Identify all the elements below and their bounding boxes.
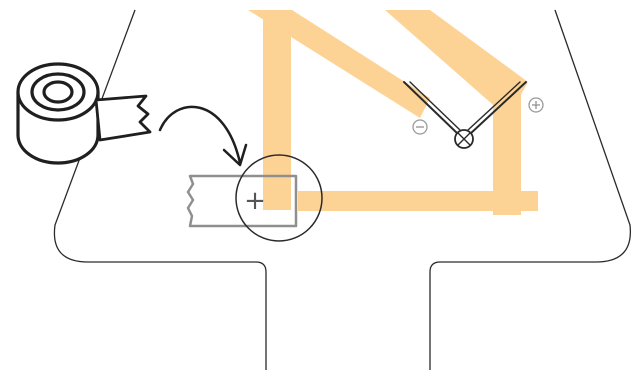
curved-arrow-head <box>222 143 248 167</box>
curved-arrow-icon <box>158 105 248 167</box>
tape-track-bottom-horizontal <box>298 191 538 211</box>
tape-roll-core-inner <box>42 80 74 104</box>
led-leg-positive <box>469 81 527 135</box>
lamp-shape-outline <box>53 9 632 370</box>
led-negative-terminal-icon <box>412 119 428 135</box>
curved-arrow-path <box>158 105 242 165</box>
led-leg-negative-inner <box>409 81 461 131</box>
led-leg-positive-inner <box>467 81 521 131</box>
copper-tape-tracks <box>248 10 538 215</box>
led-positive-terminal-icon <box>528 97 544 113</box>
tape-piece <box>186 174 298 228</box>
tape-track-diagonal-left <box>248 10 430 118</box>
magnifier-icon <box>235 154 323 242</box>
tape-track-left-vertical <box>263 10 291 210</box>
tape-roll-icon <box>16 62 152 165</box>
tape-strip <box>94 94 152 142</box>
plus-symbol: + <box>244 186 266 216</box>
led-bulb-cross-2 <box>457 132 471 146</box>
led-icon <box>403 81 527 149</box>
tape-track-diagonal-right <box>385 10 528 118</box>
led-leg-negative <box>403 81 459 135</box>
